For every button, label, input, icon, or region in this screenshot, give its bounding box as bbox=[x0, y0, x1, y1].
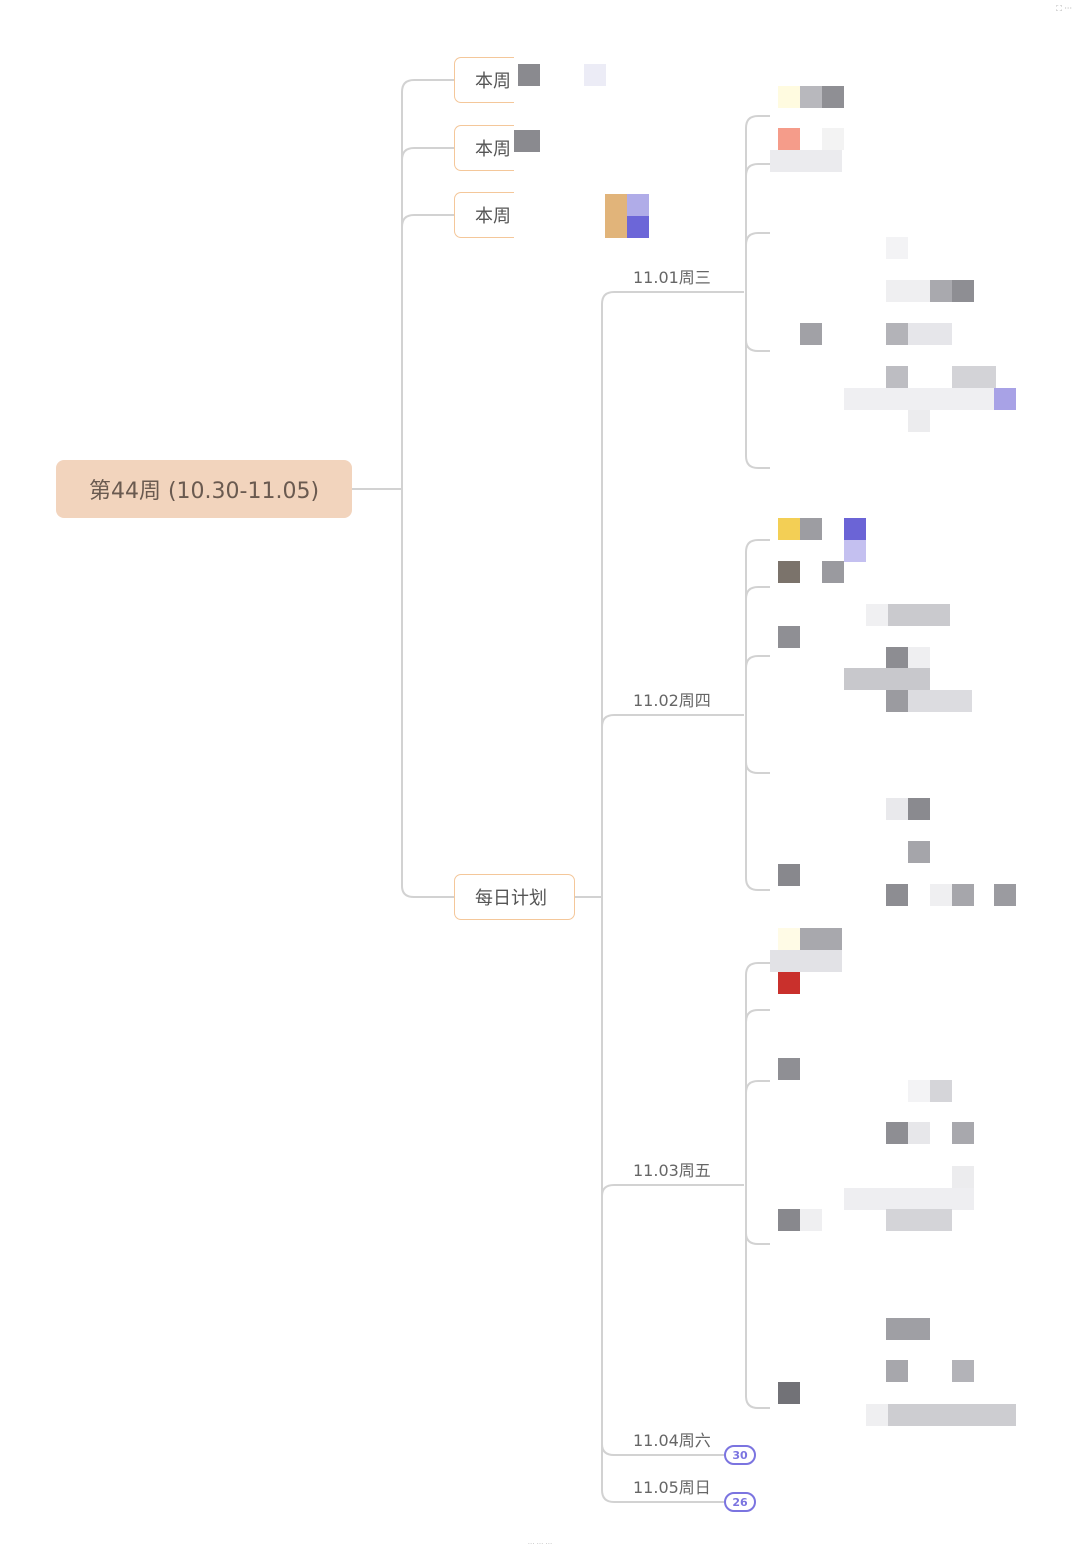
redacted-pixel-block bbox=[908, 1122, 930, 1144]
redacted-pixel-block bbox=[908, 1080, 930, 1102]
branch-this-week-3[interactable]: 本周 bbox=[454, 192, 514, 238]
redacted-pixel-block bbox=[778, 518, 800, 540]
redacted-pixel-block bbox=[770, 950, 842, 972]
redacted-pixel-block bbox=[778, 864, 800, 886]
redacted-pixel-block bbox=[908, 647, 930, 669]
root-topic[interactable]: 第44周 (10.30-11.05) bbox=[56, 460, 352, 518]
redacted-pixel-block bbox=[888, 1404, 1016, 1426]
redacted-pixel-block bbox=[886, 690, 908, 712]
day-node-1101[interactable]: 11.01周三 bbox=[633, 268, 711, 287]
redacted-pixel-block bbox=[584, 64, 606, 86]
redacted-pixel-block bbox=[952, 280, 974, 302]
redacted-pixel-block bbox=[770, 150, 842, 172]
redacted-pixel-block bbox=[778, 626, 800, 648]
redacted-pixel-block bbox=[778, 1382, 800, 1404]
redacted-pixel-block bbox=[627, 216, 649, 238]
redacted-pixel-block bbox=[952, 884, 974, 906]
redacted-pixel-block bbox=[822, 86, 844, 108]
branch-label: 本周 bbox=[475, 139, 511, 160]
branch-this-week-1[interactable]: 本周 bbox=[454, 57, 514, 103]
redacted-pixel-block bbox=[514, 130, 540, 152]
redacted-pixel-block bbox=[778, 561, 800, 583]
branch-daily-plan[interactable]: 每日计划 bbox=[454, 874, 575, 920]
redacted-pixel-block bbox=[908, 410, 930, 432]
branch-label: 每日计划 bbox=[475, 888, 547, 909]
day-node-1103[interactable]: 11.03周五 bbox=[633, 1161, 711, 1180]
redacted-pixel-block bbox=[888, 604, 950, 626]
branch-label: 本周 bbox=[475, 206, 511, 227]
redacted-pixel-block bbox=[627, 194, 649, 216]
day-node-1104[interactable]: 11.04周六 bbox=[633, 1431, 711, 1450]
redacted-pixel-block bbox=[908, 690, 972, 712]
day-node-1105[interactable]: 11.05周日 bbox=[633, 1478, 711, 1497]
redacted-pixel-block bbox=[886, 237, 908, 259]
watermark: ··· ··· ··· bbox=[527, 1540, 553, 1548]
redacted-pixel-block bbox=[866, 1404, 888, 1426]
redacted-pixel-block bbox=[952, 366, 996, 388]
redacted-pixel-block bbox=[908, 841, 930, 863]
redacted-pixel-block bbox=[886, 280, 930, 302]
redacted-pixel-block bbox=[930, 280, 952, 302]
redacted-pixel-block bbox=[866, 604, 888, 626]
redacted-pixel-block bbox=[886, 1122, 908, 1144]
redacted-pixel-block bbox=[822, 561, 844, 583]
redacted-pixel-block bbox=[778, 128, 800, 150]
redacted-pixel-block bbox=[908, 323, 952, 345]
redacted-pixel-block bbox=[800, 928, 842, 950]
redacted-pixel-block bbox=[844, 388, 994, 410]
redacted-pixel-block bbox=[844, 1188, 974, 1210]
redacted-pixel-block bbox=[952, 1166, 974, 1188]
redacted-pixel-block bbox=[778, 972, 800, 994]
redacted-pixel-block bbox=[886, 1318, 930, 1340]
redacted-pixel-block bbox=[886, 798, 908, 820]
day-node-1102[interactable]: 11.02周四 bbox=[633, 691, 711, 710]
branch-this-week-2[interactable]: 本周 bbox=[454, 125, 514, 171]
redacted-pixel-block bbox=[800, 518, 822, 540]
redacted-pixel-block bbox=[886, 1360, 908, 1382]
redacted-pixel-block bbox=[778, 1209, 800, 1231]
expand-icon[interactable]: ⛶ ··· bbox=[1056, 4, 1072, 13]
redacted-pixel-block bbox=[886, 884, 908, 906]
redacted-pixel-block bbox=[844, 518, 866, 540]
redacted-pixel-block bbox=[886, 1209, 952, 1231]
collapsed-count-badge[interactable]: 26 bbox=[724, 1492, 756, 1512]
redacted-pixel-block bbox=[605, 194, 627, 238]
redacted-pixel-block bbox=[886, 647, 908, 669]
redacted-pixel-block bbox=[886, 323, 908, 345]
redacted-pixel-block bbox=[908, 798, 930, 820]
branch-label: 本周 bbox=[475, 71, 511, 92]
redacted-pixel-block bbox=[952, 1360, 974, 1382]
redacted-pixel-block bbox=[518, 64, 540, 86]
redacted-pixel-block bbox=[800, 1209, 822, 1231]
redacted-pixel-block bbox=[994, 884, 1016, 906]
redacted-pixel-block bbox=[800, 86, 822, 108]
redacted-pixel-block bbox=[886, 366, 908, 388]
redacted-pixel-block bbox=[822, 128, 844, 150]
redacted-pixel-block bbox=[844, 668, 930, 690]
redacted-pixel-block bbox=[952, 1122, 974, 1144]
redacted-pixel-block bbox=[778, 928, 800, 950]
redacted-pixel-block bbox=[778, 86, 800, 108]
redacted-pixel-block bbox=[930, 1080, 952, 1102]
redacted-pixel-block bbox=[994, 388, 1016, 410]
root-topic-label: 第44周 (10.30-11.05) bbox=[88, 479, 320, 504]
redacted-pixel-block bbox=[778, 1058, 800, 1080]
redacted-pixel-block bbox=[930, 884, 952, 906]
redacted-pixel-block bbox=[844, 540, 866, 562]
collapsed-count-badge[interactable]: 30 bbox=[724, 1445, 756, 1465]
redacted-pixel-block bbox=[800, 323, 822, 345]
